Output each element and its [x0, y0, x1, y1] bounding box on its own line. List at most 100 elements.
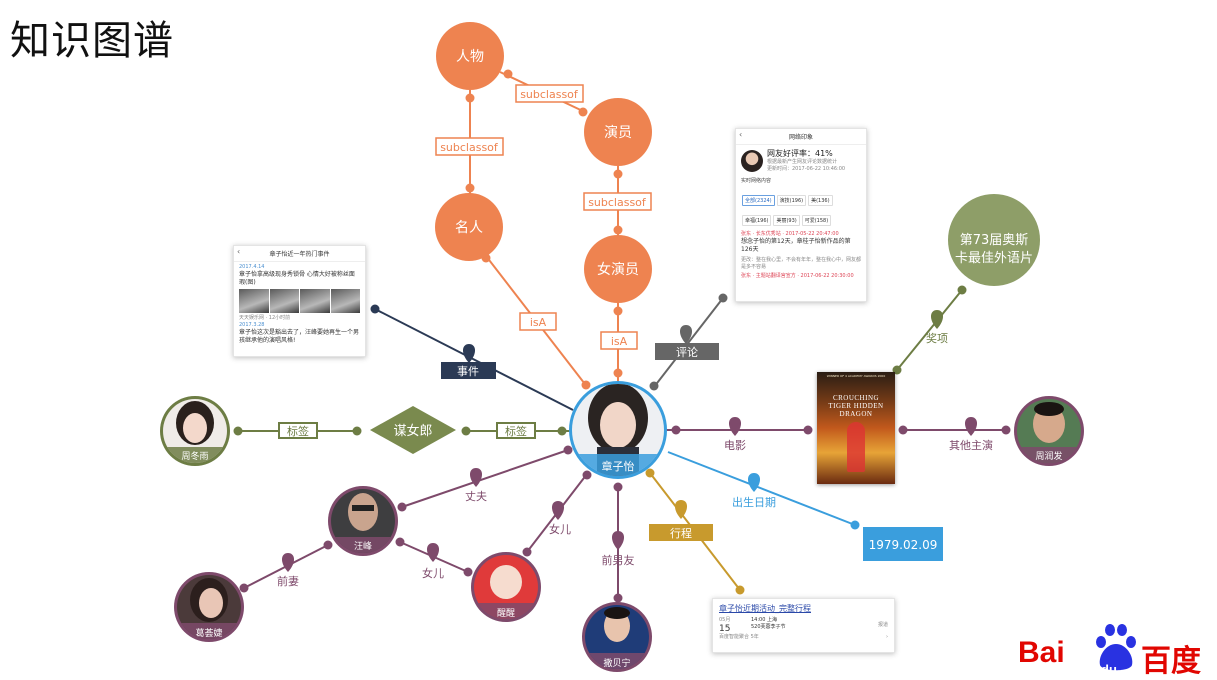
chip-acting[interactable]: 演技(196) [776, 195, 807, 206]
itinerary-footer: 百度智能聚合 5年 › [719, 634, 888, 641]
svg-text:标签: 标签 [287, 424, 309, 438]
post-1-meta: 张东 · 长东优秀站 · 2017-05-22 20:47:00 [741, 231, 839, 237]
svg-text:事件: 事件 [457, 365, 479, 378]
svg-text:章子怡: 章子怡 [602, 459, 635, 473]
review-line-1: 根据最新产生网友评论数据统计 [767, 159, 838, 165]
relation-texts: 奖项 电影 其他主演 丈夫 女儿 女儿 前妻 前男友 出生日期 [277, 331, 993, 588]
svg-text:名人: 名人 [455, 220, 483, 236]
itinerary-time-place: 14:00 上海 [751, 617, 777, 623]
text-daughter-1: 女儿 [549, 522, 571, 536]
pin-ex-wife-icon [281, 553, 295, 572]
svg-text:醒醒: 醒醒 [497, 608, 515, 619]
oscar-line-2: 卡最佳外语片 [955, 251, 1033, 266]
chevron-right-icon[interactable]: › [886, 634, 888, 640]
text-other-lead: 其他主演 [949, 438, 993, 452]
label-subclassof-1: subclassof [435, 137, 504, 156]
chip-happy[interactable]: 幸福(196) [742, 215, 772, 226]
itinerary-card[interactable]: 章子怡近期活动_完整行程 05月 15 14:00 上海 520芙蓉李子节 报道… [712, 598, 895, 653]
center-node[interactable]: 章子怡 [569, 381, 667, 487]
text-award: 奖项 [926, 331, 948, 345]
itinerary-status[interactable]: 报道 [877, 622, 888, 628]
text-birth: 出生日期 [732, 495, 776, 509]
person-sa-beining[interactable]: 撒贝宁 [582, 602, 652, 673]
poster-title: CROUCHING TIGER HIDDEN DRAGON [828, 394, 884, 418]
event-1-title[interactable]: 章子怡拿高级现身秀锁骨 心情大好被称丝面瑕(图) [239, 271, 355, 286]
svg-text:isA: isA [611, 335, 628, 348]
edge-event [374, 308, 574, 411]
pin-husband-icon [469, 468, 483, 487]
review-card-title: 网络印象 [788, 134, 813, 141]
event-1-source: 天天娱乐网 · 12小时前 [239, 315, 291, 321]
chip-pretty[interactable]: 美丽(93) [773, 215, 800, 226]
event-2-title[interactable]: 章子怡这次是豁出去了，汪峰要她再生一个男孩继承他的演唱风格! [239, 329, 360, 344]
edge-husband [401, 449, 569, 508]
pin-review-icon [679, 325, 693, 344]
paw-icon [1096, 624, 1136, 671]
svg-text:subclassof: subclassof [520, 88, 579, 101]
baidu-logo: Bai du 百度 [1018, 622, 1213, 679]
svg-text:评论: 评论 [676, 345, 698, 359]
poster-awards-text: WINNER OF 4 ACADEMY AWARDS 2000 [826, 374, 886, 378]
pin-award-icon [930, 310, 944, 329]
node-birth-date[interactable]: 1979.02.09 [863, 527, 943, 561]
label-review: 评论 [655, 343, 719, 360]
itinerary-event: 520芙蓉李子节 [751, 624, 786, 630]
svg-text:周润发: 周润发 [1035, 450, 1062, 462]
pin-other-lead-icon [964, 417, 978, 436]
svg-text:人物: 人物 [456, 49, 484, 65]
concept-nodes: 人物 演员 名人 女演员 [435, 22, 652, 303]
svg-text:撒贝宁: 撒贝宁 [603, 657, 630, 669]
svg-text:1979.02.09: 1979.02.09 [869, 538, 938, 552]
node-tag-mounv[interactable]: 谋女郎 [370, 406, 456, 454]
pin-birth-icon [747, 473, 761, 492]
review-card-header: ‹ 网络印象 [736, 129, 866, 145]
event-card[interactable]: ‹ 章子怡近一年热门事件 2017.4.14 章子怡拿高级现身秀锁骨 心情大好被… [233, 245, 366, 357]
movie-poster[interactable]: WINNER OF 4 ACADEMY AWARDS 2000 CROUCHIN… [817, 372, 895, 484]
text-ex-boyfriend: 前男友 [602, 553, 635, 567]
node-actor[interactable]: 演员 [584, 98, 652, 166]
person-zhou-dongyu[interactable]: 周冬雨 [160, 396, 230, 467]
label-itinerary: 行程 [649, 524, 713, 541]
back-chevron-icon[interactable]: ‹ [739, 130, 743, 139]
svg-text:汪峰: 汪峰 [354, 541, 372, 552]
edge-dots [233, 69, 1011, 603]
post-2-text: 更改：整在我心里，不会有年年，整在我心中，网友都是多不容易 [741, 257, 862, 270]
pin-itinerary-icon [674, 500, 688, 519]
node-celebrity[interactable]: 名人 [435, 193, 503, 261]
node-oscar[interactable]: 第73届奥斯 卡最佳外语片 [948, 194, 1040, 286]
chip-cute[interactable]: 可爱(158) [801, 215, 832, 226]
label-tag-2: 标签 [496, 422, 536, 439]
svg-text:行程: 行程 [670, 527, 692, 540]
chip-beauty[interactable]: 美(136) [808, 195, 833, 206]
text-daughter-2: 女儿 [422, 566, 444, 580]
person-ge-huijie[interactable]: 葛荟婕 [174, 572, 244, 643]
label-subclassof-2: subclassof [515, 84, 584, 103]
event-card-header: ‹ 章子怡近一年热门事件 [234, 246, 365, 262]
itinerary-month: 05月 [719, 617, 731, 623]
label-isA-2: isA [600, 331, 638, 350]
node-actress[interactable]: 女演员 [584, 235, 652, 303]
person-chow-yunfat[interactable]: 周润发 [1014, 396, 1084, 467]
pin-ex-boyfriend-icon [611, 531, 625, 550]
person-wang-feng[interactable]: 汪峰 [328, 486, 398, 557]
back-chevron-icon[interactable]: ‹ [237, 247, 241, 256]
svg-text:女演员: 女演员 [597, 261, 639, 278]
itinerary-footer-text: 百度智能聚合 5年 [719, 634, 759, 640]
itinerary-title[interactable]: 章子怡近期活动_完整行程 [719, 604, 811, 613]
logo-bai: Bai [1018, 636, 1065, 669]
event-card-title: 章子怡近一年热门事件 [269, 251, 330, 258]
person-xingxing[interactable]: 醒醒 [471, 552, 541, 623]
node-person[interactable]: 人物 [436, 22, 504, 90]
edge-review [653, 297, 724, 388]
svg-text:葛荟婕: 葛荟婕 [195, 627, 222, 639]
chip-all[interactable]: 全部(2324) [742, 195, 775, 206]
logo-baidu-cn: 百度 [1141, 644, 1201, 679]
svg-text:谋女郎: 谋女郎 [393, 423, 432, 439]
pin-movie-icon [728, 417, 742, 436]
svg-text:isA: isA [530, 316, 547, 329]
review-card[interactable]: ‹ 网络印象 网友好评率：41% 根据最新产生网友评论数据统计 更新时间：201… [735, 128, 867, 302]
post-1-text[interactable]: 想念子怡的第12天，章桂子怡新作品的第126天 [741, 238, 851, 253]
itinerary-day: 15 [719, 624, 731, 634]
label-event: 事件 [441, 362, 496, 379]
